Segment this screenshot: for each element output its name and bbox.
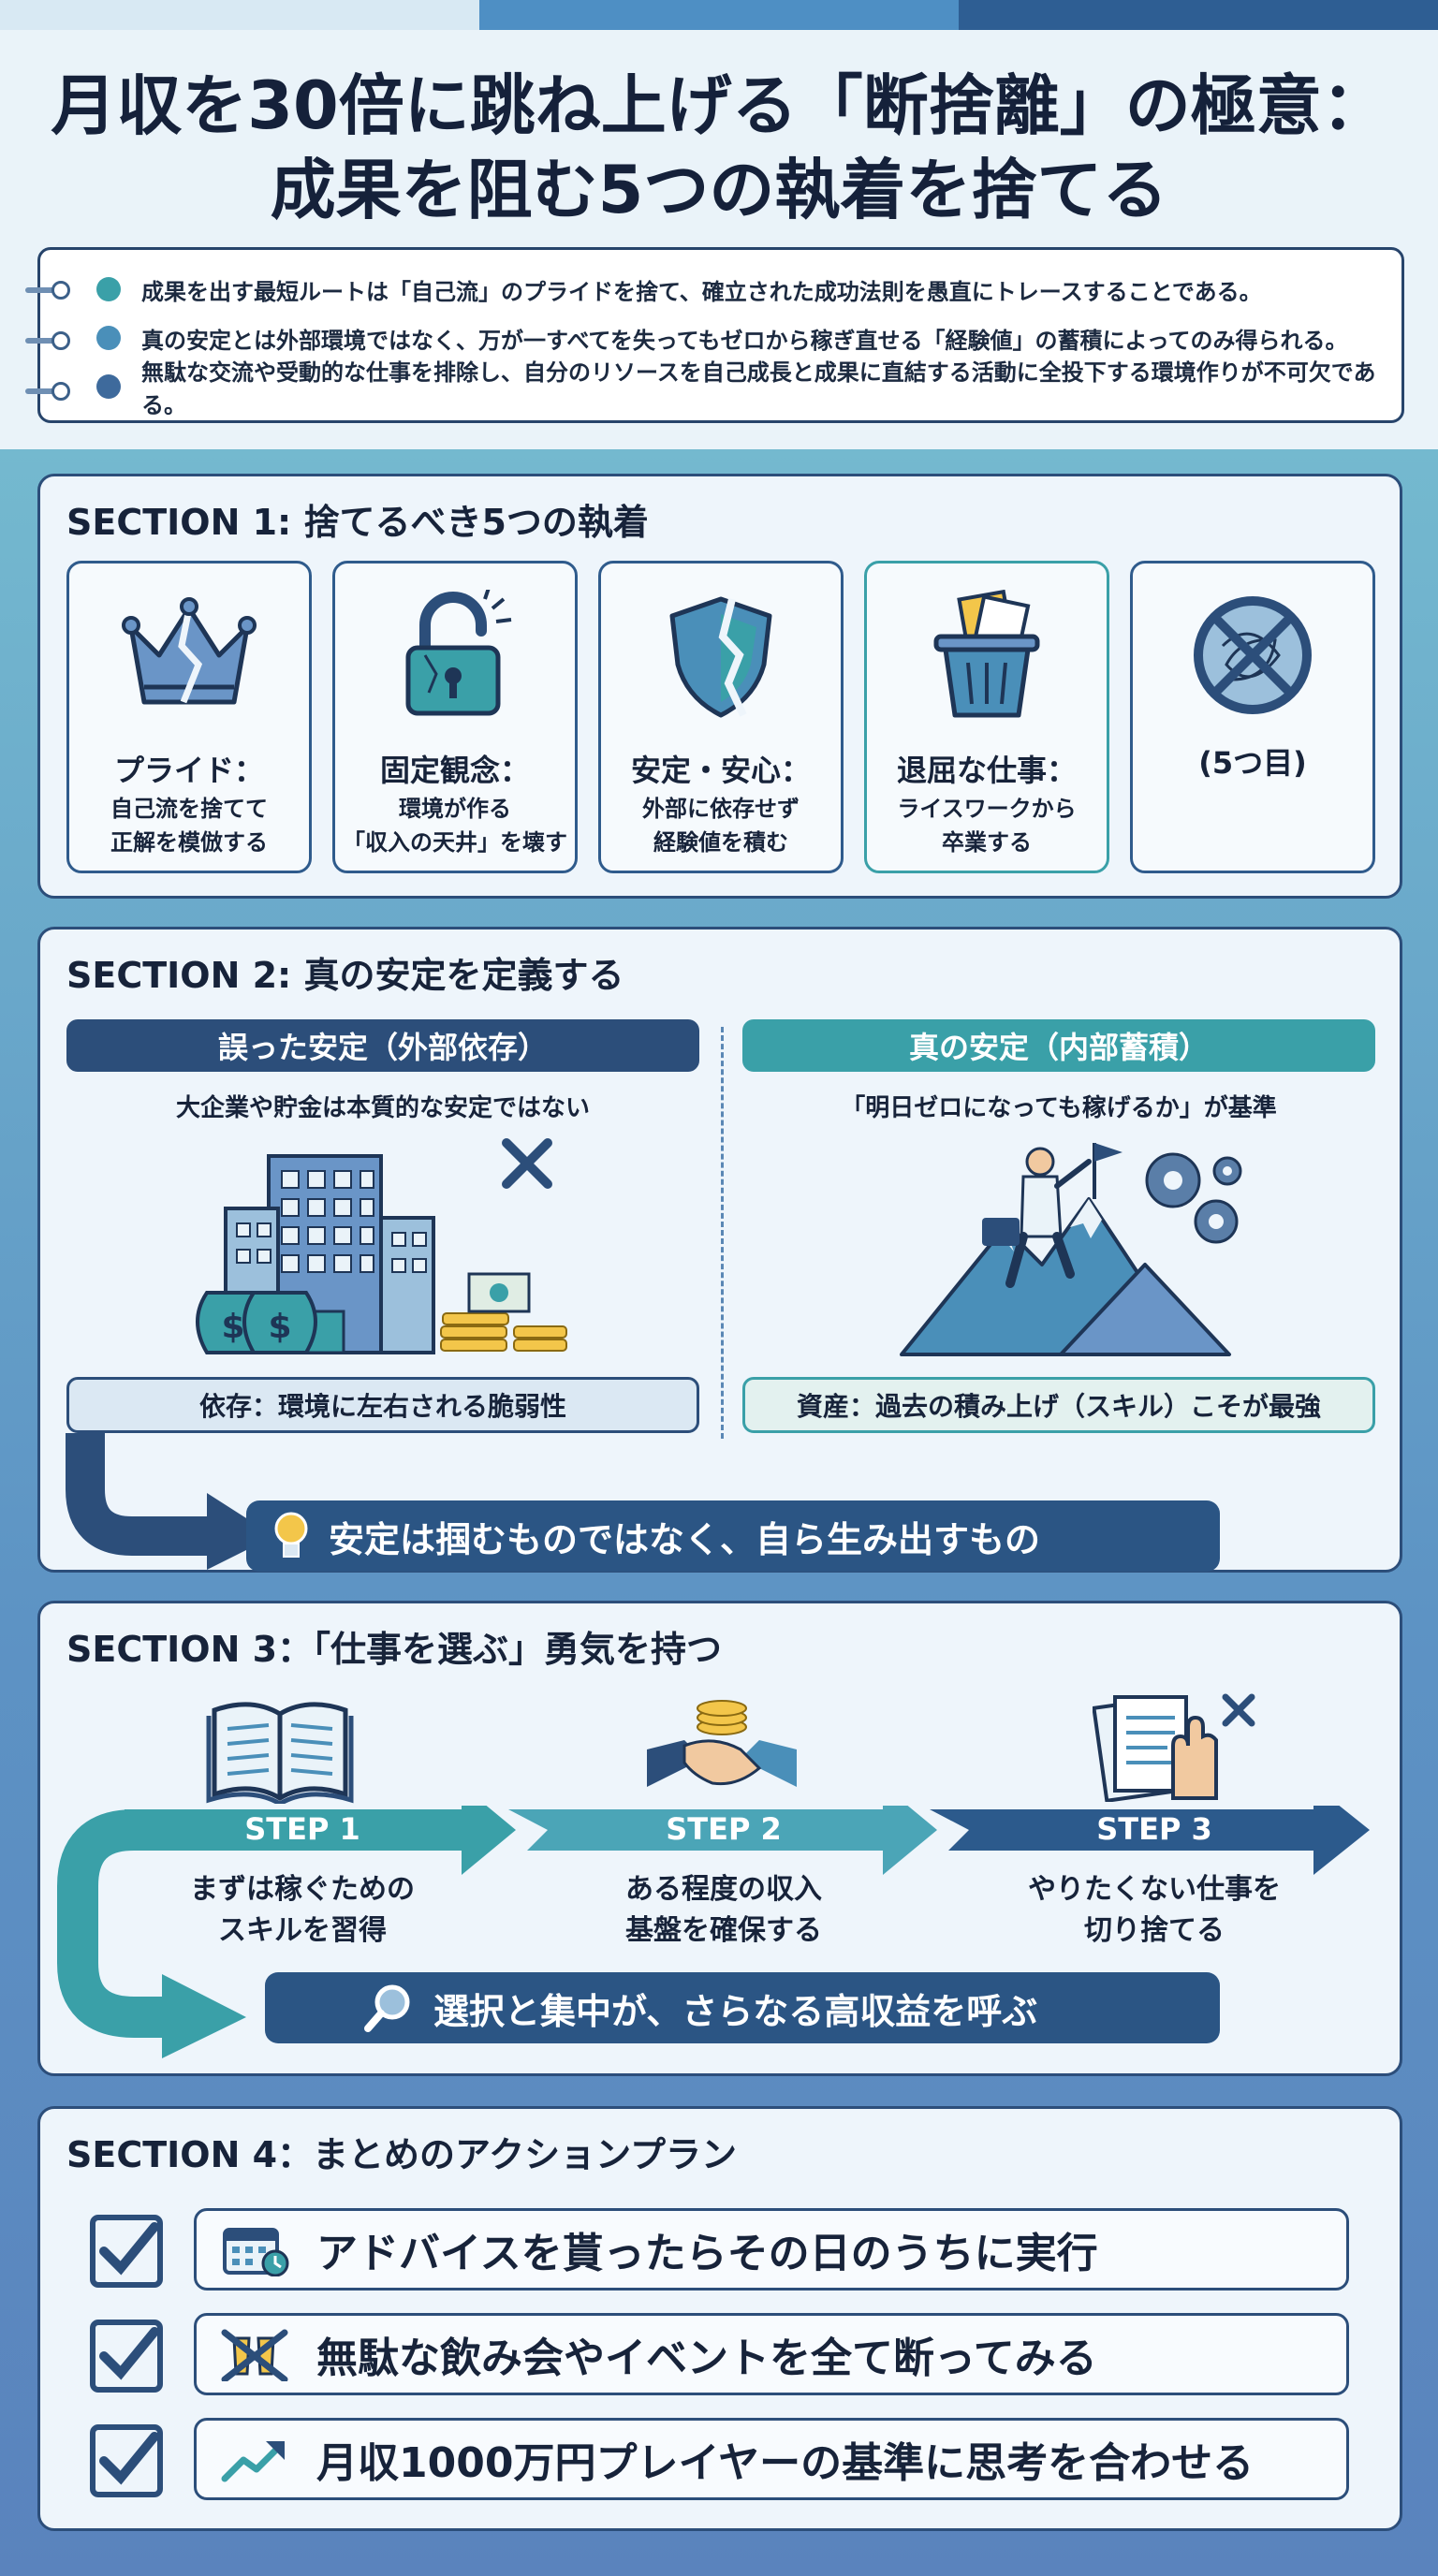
- false-stability-footer: 依存：環境に左右される脆弱性: [66, 1377, 699, 1433]
- conclusion-text: 安定は掴むものではなく、自ら生み出すもの: [329, 1518, 1041, 1560]
- binder-ring-icon: [25, 382, 70, 401]
- prohibited-tangle-icon: [1194, 596, 1312, 714]
- card-title: 固定観念：: [379, 753, 530, 788]
- bullet-icon: [96, 277, 121, 301]
- action-item: 月収1000万円プレイヤーの基準に思考を合わせる: [194, 2418, 1349, 2500]
- cracked-shield-icon: [669, 596, 772, 718]
- card-title: プライド：: [113, 753, 264, 788]
- trend-up-icon: [221, 2441, 285, 2482]
- action-text: 無駄な飲み会やイベントを全て断ってみる: [316, 2334, 1097, 2382]
- action-text: アドバイスを貰ったらその日のうちに実行: [316, 2230, 1098, 2277]
- action-text: 月収1000万円プレイヤーの基準に思考を合わせる: [316, 2439, 1255, 2487]
- card-description: 環境が作る 「収入の天井」を壊す: [343, 796, 567, 856]
- binder-ring-icon: [25, 281, 70, 300]
- step-3-description: やりたくない仕事を 切り捨てる: [1028, 1873, 1281, 1947]
- mountain-climber-gears-icon: [900, 1143, 1242, 1356]
- open-book-icon: [206, 1702, 354, 1804]
- section-2-conclusion: 安定は掴むものではなく、自ら生み出すもの: [246, 1500, 1220, 1572]
- attachment-card-pride: プライド： 自己流を捨てて 正解を模倣する: [66, 561, 312, 873]
- section-1-title: SECTION 1: 捨てるべき5つの執着: [66, 502, 649, 543]
- true-stability-subtitle: 「明日ゼロになっても稼げるか」が基準: [841, 1094, 1277, 1122]
- svg-text:$: $: [221, 1308, 244, 1346]
- summary-item: 成果を出す最短ルートは「自己流」のプライドを捨て、確立された成功法則を愚直にトレ…: [96, 271, 1262, 308]
- card-description: 自己流を捨てて 正解を模倣する: [110, 796, 268, 856]
- broken-crown-icon: [122, 597, 257, 705]
- attachment-card-fifth: (5つ目): [1130, 561, 1375, 873]
- step-2-label: STEP 2: [666, 1811, 782, 1847]
- attachment-card-fixed-idea: 固定観念： 環境が作る 「収入の天井」を壊す: [332, 561, 578, 873]
- attachment-card-boring-work: 退屈な仕事： ライスワークから 卒業する: [864, 561, 1109, 873]
- section-4-title: SECTION 4：まとめのアクションプラン: [66, 2134, 738, 2175]
- section-3: SECTION 3：「仕事を選ぶ」勇気を持つ STEP 1 STEP 2 STE…: [37, 1601, 1402, 2076]
- no-drinks-icon: [221, 2329, 288, 2381]
- section-2-title: SECTION 2: 真の安定を定義する: [66, 955, 624, 996]
- section-3-conclusion: 選択と集中が、さらなる高収益を呼ぶ: [265, 1972, 1220, 2043]
- svg-text:$: $: [268, 1308, 291, 1346]
- card-title: (5つ目): [1198, 745, 1307, 781]
- bullet-icon: [96, 326, 121, 350]
- summary-item: 無駄な交流や受動的な仕事を排除し、自分のリソースを自己成長と成果に直結する活動に…: [96, 359, 1401, 418]
- step-2-description: ある程度の収入 基盤を確保する: [625, 1873, 822, 1947]
- page-title: 月収を30倍に跳ね上げる「断捨離」の極意： 成果を阻む5つの執着を捨てる: [0, 64, 1438, 232]
- summary-box: 成果を出す最短ルートは「自己流」のプライドを捨て、確立された成功法則を愚直にトレ…: [25, 247, 1404, 423]
- section-divider: [721, 1027, 724, 1439]
- checkbox-checked-icon: [90, 2215, 163, 2288]
- lightbulb-icon: [274, 1512, 308, 1558]
- checkbox-checked-icon: [90, 2320, 163, 2393]
- summary-text: 成果を出す最短ルートは「自己流」のプライドを捨て、確立された成功法則を愚直にトレ…: [141, 278, 1262, 305]
- bullet-icon: [96, 374, 121, 399]
- step-1-label: STEP 1: [244, 1811, 360, 1847]
- summary-text: 真の安定とは外部環境ではなく、万が一すべてを失ってもゼロから稼ぎ直せる「経験値」…: [141, 327, 1348, 354]
- title-line-1: 月収を30倍に跳ね上げる「断捨離」の極意：: [51, 67, 1387, 144]
- steps-flow-arrows: [57, 1806, 1370, 2058]
- summary-text: 無駄な交流や受動的な仕事を排除し、自分のリソースを自己成長と成果に直結する活動に…: [141, 359, 1376, 418]
- attachment-card-stability: 安定・安心： 外部に依存せず 経験値を積む: [598, 561, 844, 873]
- magnifier-icon: [364, 1984, 410, 2032]
- section-2: SECTION 2: 真の安定を定義する 誤った安定（外部依存） 真の安定（内部…: [37, 927, 1402, 1573]
- office-building-money-icon: $ $: [196, 1138, 567, 1354]
- trash-can-icon: [933, 590, 1040, 718]
- broken-padlock-icon: [405, 590, 512, 716]
- step-1-description: まずは稼ぐための スキルを習得: [190, 1873, 415, 1947]
- card-description: ライスワークから 卒業する: [897, 796, 1077, 856]
- binder-ring-icon: [25, 331, 70, 350]
- conclusion-text: 選択と集中が、さらなる高収益を呼ぶ: [433, 1990, 1038, 2032]
- section-3-title: SECTION 3：「仕事を選ぶ」勇気を持つ: [66, 1629, 723, 1670]
- checkbox-checked-icon: [90, 2424, 163, 2497]
- title-line-2: 成果を阻む5つの執着を捨てる: [270, 152, 1168, 228]
- section-4: SECTION 4：まとめのアクションプラン アドバイスを貰ったらその日のうちに…: [37, 2106, 1402, 2531]
- card-title: 退屈な仕事：: [896, 753, 1077, 788]
- action-item: 無駄な飲み会やイベントを全て断ってみる: [194, 2313, 1349, 2395]
- summary-item: 真の安定とは外部環境ではなく、万が一すべてを失ってもゼロから稼ぎ直せる「経験値」…: [96, 319, 1348, 357]
- calendar-clock-icon: [223, 2228, 289, 2276]
- true-stability-footer: 資産：過去の積み上げ（スキル）こそが最強: [742, 1377, 1375, 1433]
- false-stability-subtitle: 大企業や貯金は本質的な安定ではない: [175, 1094, 590, 1122]
- handshake-coins-icon: [647, 1700, 797, 1787]
- step-3-label: STEP 3: [1096, 1811, 1212, 1847]
- card-description: 外部に依存せず 経験値を積む: [642, 796, 800, 856]
- curved-arrow-icon: [66, 1433, 274, 1570]
- section-1: SECTION 1: 捨てるべき5つの執着 プライド： 自己流を捨てて 正解を模…: [37, 474, 1402, 899]
- true-stability-header: 真の安定（内部蓄積）: [742, 1019, 1375, 1072]
- action-item: アドバイスを貰ったらその日のうちに実行: [194, 2208, 1349, 2291]
- top-color-bar: [0, 0, 1438, 30]
- card-title: 安定・安心：: [630, 753, 811, 788]
- false-stability-header: 誤った安定（外部依存）: [66, 1019, 699, 1072]
- reject-document-hand-icon: [1093, 1693, 1255, 1802]
